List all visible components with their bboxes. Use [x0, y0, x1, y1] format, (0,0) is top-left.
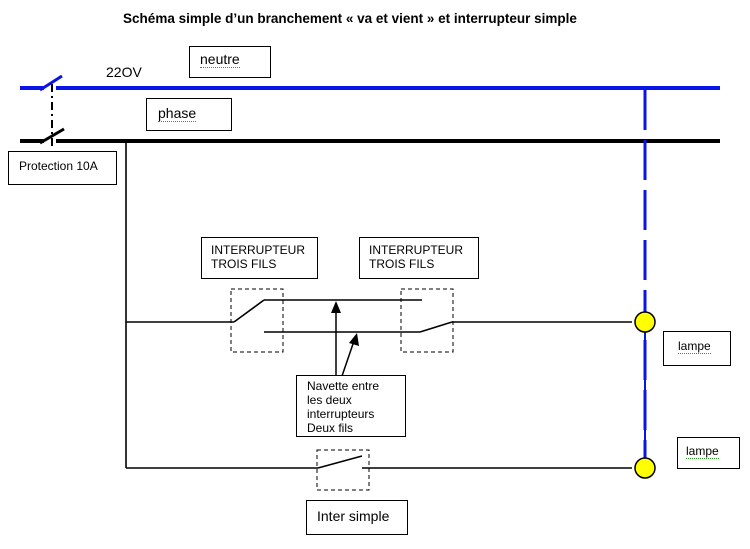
- switch-2-enclosure: [400, 288, 454, 353]
- phase-label-box: phase: [146, 98, 232, 131]
- lamp-1-symbol: [634, 311, 656, 333]
- shuttle-note: Navette entre les deux interrupteurs Deu…: [296, 375, 406, 437]
- phase-breaker-contact: [39, 127, 65, 145]
- neutral-label: neutre: [200, 51, 240, 68]
- lamp-2-label-box: lampe: [677, 437, 740, 469]
- arrow-bottom-head: [349, 333, 359, 346]
- arrow-top-head: [331, 301, 341, 313]
- switch-1-enclosure: [230, 288, 284, 353]
- switch-1-lever: [233, 299, 265, 323]
- switch-1-label: INTERRUPTEUR TROIS FILS: [201, 237, 318, 279]
- phase-label: phase: [158, 105, 197, 122]
- lamp-1-label: lampe: [678, 339, 711, 354]
- switch-2-lever: [419, 321, 453, 333]
- lamp-2-label: lampe: [686, 444, 719, 459]
- simple-switch-enclosure: [316, 449, 370, 491]
- switch-2-label: INTERRUPTEUR TROIS FILS: [359, 237, 479, 279]
- diagram-title: Schéma simple d’un branchement « va et v…: [123, 11, 577, 26]
- protection-label: Protection 10A: [8, 151, 117, 185]
- lamp-2-symbol: [634, 457, 656, 479]
- voltage-label: 22OV: [106, 64, 142, 80]
- lamp-1-label-box: lampe: [663, 331, 731, 366]
- arrow-bottom-line: [341, 340, 355, 377]
- simple-switch-lever: [317, 455, 363, 469]
- neutral-breaker-contact: [39, 74, 63, 92]
- simple-switch-label: Inter simple: [306, 500, 408, 535]
- neutral-label-box: neutre: [189, 46, 271, 78]
